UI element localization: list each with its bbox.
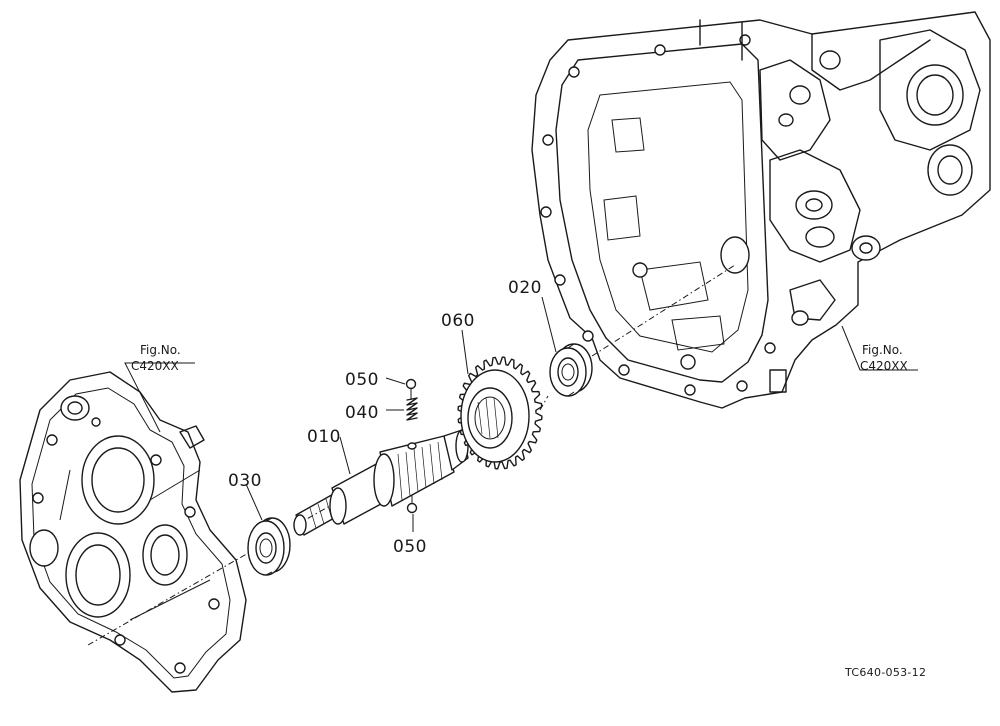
label-010: 010 [307, 427, 341, 447]
label-030: 030 [228, 471, 262, 491]
fig-ref-left-line2: C420XX [131, 359, 179, 373]
label-020: 020 [508, 278, 542, 298]
gear-060 [457, 356, 543, 470]
label-060: 060 [441, 311, 475, 331]
ball-050-bottom [406, 502, 418, 514]
gear-case-cover [19, 371, 247, 693]
drawing-code: TC640-053-12 [844, 666, 926, 679]
shaft-010 [293, 429, 469, 536]
fig-ref-right-line1: Fig.No. [862, 343, 903, 357]
transmission-case [531, 11, 991, 409]
ball-050-top [405, 378, 417, 390]
fig-ref-left-line1: Fig.No. [140, 343, 181, 357]
leader-lines [124, 296, 918, 532]
label-040: 040 [345, 403, 379, 423]
bearing-020 [549, 343, 593, 397]
label-050-top: 050 [345, 370, 379, 390]
fig-ref-right-line2: C420XX [860, 359, 908, 373]
spring-040 [406, 397, 418, 421]
label-050-bottom: 050 [393, 537, 427, 557]
bearing-030 [247, 517, 291, 576]
